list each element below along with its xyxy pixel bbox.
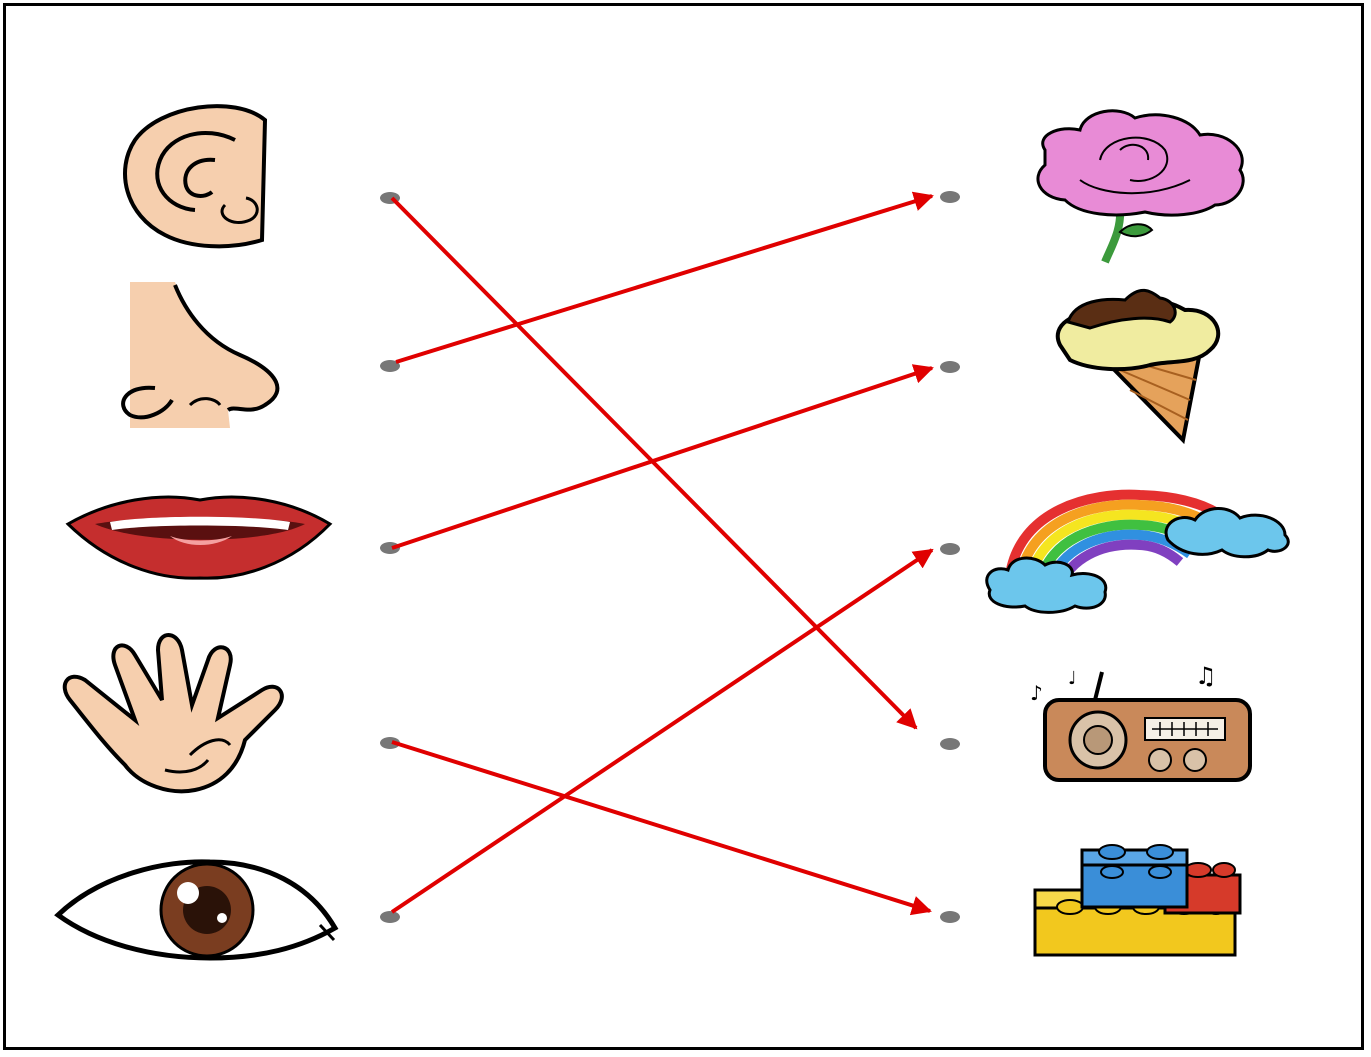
hand-icon [65, 635, 282, 791]
radio-icon: ♪ ♩ ♫ [1030, 662, 1250, 780]
arrow-eye-rainbow [392, 550, 932, 912]
dot-rose[interactable] [940, 191, 960, 203]
svg-text:♩: ♩ [1068, 668, 1077, 689]
svg-text:♫: ♫ [1195, 662, 1217, 690]
ice-cream-icon [1058, 290, 1218, 440]
mouth-icon [68, 497, 330, 578]
arrow-ear-radio [392, 198, 916, 728]
arrow-mouth-ice-cream [392, 368, 932, 548]
dot-rainbow[interactable] [940, 543, 960, 555]
left-dots [380, 192, 400, 923]
dot-eye[interactable] [380, 911, 400, 923]
right-dots [940, 191, 960, 923]
nose-icon [123, 282, 277, 428]
arrow-hand-blocks [392, 742, 930, 911]
blocks-icon [1035, 845, 1240, 955]
eye-icon [58, 862, 335, 958]
match-arrows [392, 196, 932, 912]
dot-blocks[interactable] [940, 911, 960, 923]
dot-ice-cream[interactable] [940, 361, 960, 373]
ear-icon [125, 106, 265, 246]
arrow-nose-rose [396, 196, 932, 362]
dot-radio[interactable] [940, 738, 960, 750]
rainbow-icon [987, 495, 1289, 613]
rose-icon [1038, 111, 1243, 262]
svg-text:♪: ♪ [1030, 681, 1043, 705]
